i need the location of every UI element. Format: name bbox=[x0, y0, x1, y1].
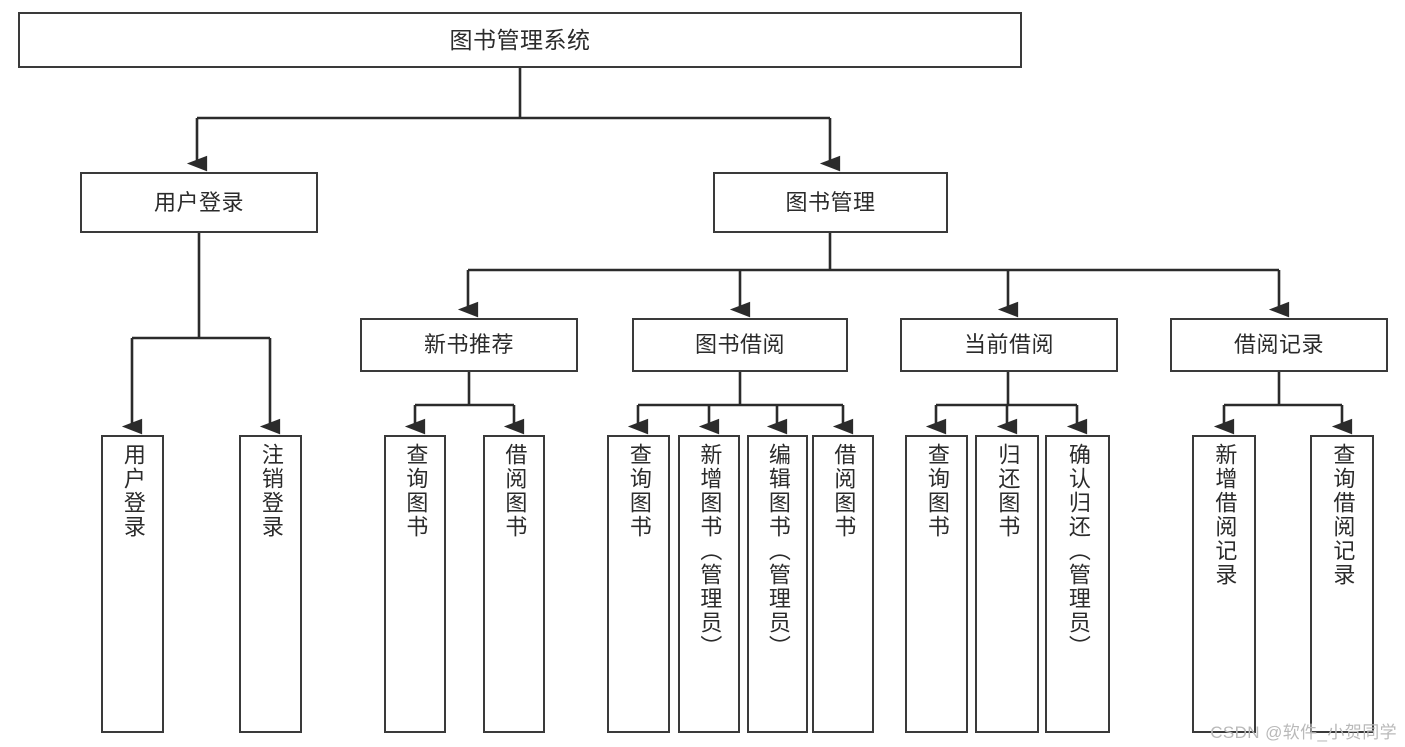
node-label: 借阅图书 bbox=[831, 443, 857, 539]
leaf-borrow-book-new[interactable]: 借阅图书 bbox=[483, 435, 545, 733]
node-label: 查询借阅记录 bbox=[1330, 443, 1356, 587]
node-label: 用户登录 bbox=[120, 443, 146, 539]
node-label: 确认归还（管理员） bbox=[1065, 443, 1091, 659]
leaf-edit-book-admin[interactable]: 编辑图书（管理员） bbox=[747, 435, 808, 733]
node-label: 查询图书 bbox=[924, 443, 950, 539]
node-label: 当前借阅 bbox=[963, 332, 1054, 358]
leaf-query-book-current[interactable]: 查询图书 bbox=[905, 435, 968, 733]
leaf-confirm-return-admin[interactable]: 确认归还（管理员） bbox=[1045, 435, 1110, 733]
node-label: 注销登录 bbox=[258, 443, 284, 539]
node-label: 借阅记录 bbox=[1233, 332, 1324, 358]
node-label: 归还图书 bbox=[995, 443, 1021, 539]
node-label: 查询图书 bbox=[403, 443, 429, 539]
node-label: 新书推荐 bbox=[423, 332, 514, 358]
node-current-borrow[interactable]: 当前借阅 bbox=[900, 318, 1118, 372]
node-label: 新增图书（管理员） bbox=[697, 443, 723, 659]
node-label: 图书管理系统 bbox=[449, 26, 591, 53]
watermark-credit: CSDN @软件_小贺同学 bbox=[1210, 723, 1397, 742]
leaf-add-borrow-record[interactable]: 新增借阅记录 bbox=[1192, 435, 1256, 733]
node-label: 查询图书 bbox=[626, 443, 652, 539]
node-borrow-record[interactable]: 借阅记录 bbox=[1170, 318, 1388, 372]
node-book-management[interactable]: 图书管理 bbox=[713, 172, 948, 233]
node-label: 图书管理 bbox=[785, 189, 876, 215]
leaf-return-book[interactable]: 归还图书 bbox=[975, 435, 1039, 733]
node-user-login[interactable]: 用户登录 bbox=[80, 172, 318, 233]
node-label: 编辑图书（管理员） bbox=[765, 443, 791, 659]
node-book-borrow[interactable]: 图书借阅 bbox=[632, 318, 848, 372]
leaf-user-login[interactable]: 用户登录 bbox=[101, 435, 164, 733]
node-label: 图书借阅 bbox=[694, 332, 785, 358]
node-label: 新增借阅记录 bbox=[1212, 443, 1238, 587]
node-root-book-management-system[interactable]: 图书管理系统 bbox=[18, 12, 1022, 68]
leaf-query-book-borrow[interactable]: 查询图书 bbox=[607, 435, 670, 733]
leaf-logout-login[interactable]: 注销登录 bbox=[239, 435, 302, 733]
leaf-add-book-admin[interactable]: 新增图书（管理员） bbox=[678, 435, 740, 733]
node-label: 借阅图书 bbox=[502, 443, 528, 539]
node-label: 用户登录 bbox=[153, 189, 244, 215]
leaf-query-borrow-record[interactable]: 查询借阅记录 bbox=[1310, 435, 1374, 733]
node-new-book-recommend[interactable]: 新书推荐 bbox=[360, 318, 578, 372]
leaf-query-book-new[interactable]: 查询图书 bbox=[384, 435, 446, 733]
leaf-borrow-book[interactable]: 借阅图书 bbox=[812, 435, 874, 733]
